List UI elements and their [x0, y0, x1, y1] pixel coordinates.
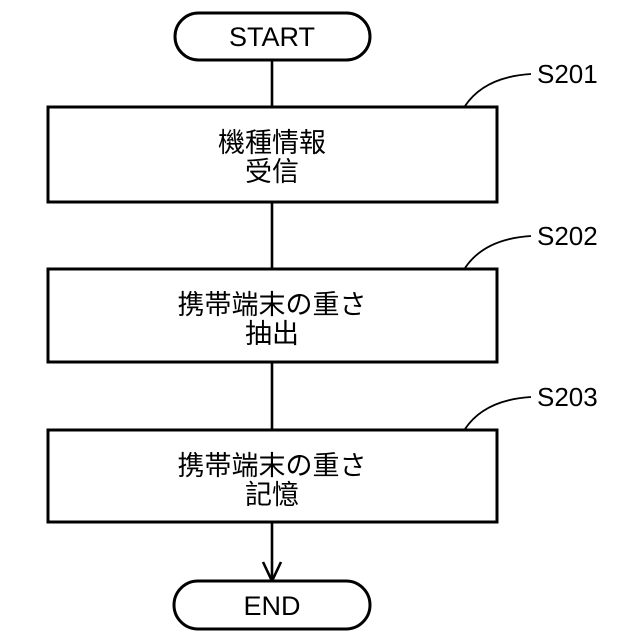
process-box-step3: 携帯端末の重さ 記憶 [46, 428, 499, 524]
end-terminal-shape [172, 579, 372, 631]
connector-step3-to-end [261, 522, 283, 585]
end-terminal-label: END [243, 591, 300, 621]
process-box-step1-shape [46, 105, 499, 204]
step2-annotation: S202 [464, 221, 598, 269]
process-box-step3-label-line1: 携帯端末の重さ [178, 451, 367, 481]
process-box-step2-label-line1: 携帯端末の重さ [178, 290, 367, 320]
step1-id-label: S201 [537, 59, 598, 89]
process-box-step3-shape [46, 428, 499, 524]
process-box-step3-label-line2: 記憶 [245, 480, 299, 510]
start-terminal: START [173, 11, 372, 62]
step2-id-label: S202 [537, 221, 598, 251]
start-terminal-label: START [229, 22, 315, 52]
step3-leader-line [464, 396, 532, 430]
process-box-step1-label-line1: 機種情報 [218, 128, 326, 158]
end-terminal: END [172, 579, 372, 631]
step3-annotation: S203 [464, 382, 598, 430]
step1-leader-line [464, 73, 532, 107]
process-box-step1-label-line2: 受信 [245, 157, 299, 187]
step1-annotation: S201 [464, 59, 598, 107]
step3-id-label: S203 [537, 382, 598, 412]
process-box-step2-label-line2: 抽出 [245, 319, 299, 349]
process-box-step2: 携帯端末の重さ 抽出 [46, 267, 499, 364]
step2-leader-line [464, 235, 532, 269]
process-box-step1: 機種情報 受信 [46, 105, 499, 204]
